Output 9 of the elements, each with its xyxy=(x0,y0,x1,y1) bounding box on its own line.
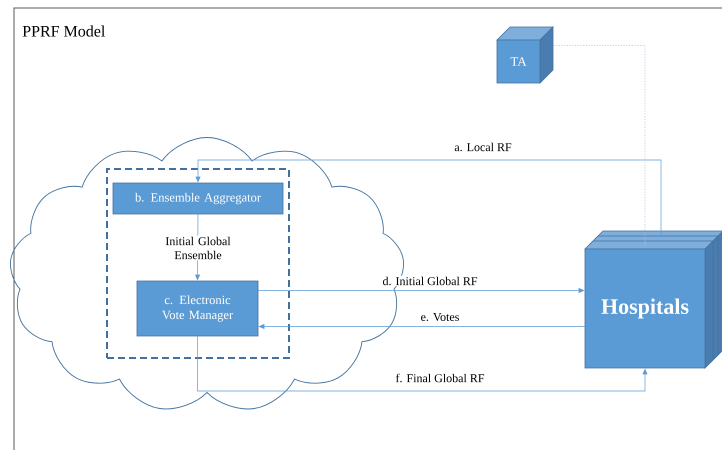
diagram-title: PPRF Model xyxy=(22,25,106,37)
edge-label: a. Local RF xyxy=(453,142,513,152)
edge-label: e. Votes xyxy=(420,312,460,322)
process-box: b. Ensemble Aggregator xyxy=(112,182,284,214)
edge-label: d. Initial Global RF xyxy=(382,276,478,286)
edge-label: Initial Global Ensemble xyxy=(157,236,239,260)
dashed-group-box xyxy=(106,168,290,359)
edge-label: f. Final Global RF xyxy=(394,372,486,384)
process-box: c. Electronic Vote Manager xyxy=(136,280,258,336)
